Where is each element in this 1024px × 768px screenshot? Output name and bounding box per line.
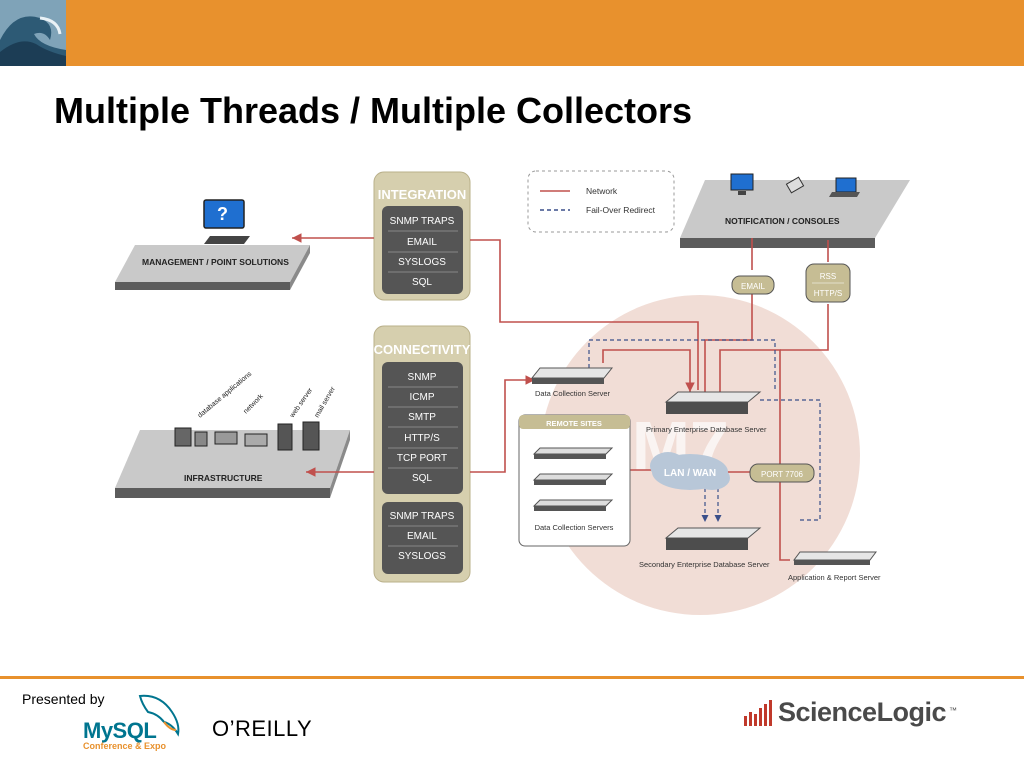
wave-logo	[0, 0, 66, 66]
legend: Network Fail-Over Redirect	[527, 170, 675, 233]
management-computer-icon: ?	[203, 199, 250, 244]
trademark-mark: ™	[949, 706, 957, 715]
port-tag: PORT 7706	[749, 463, 815, 483]
integration-panel: INTEGRATION SNMP TRAPS EMAIL SYSLOGS SQL	[373, 171, 471, 301]
svg-text:SYSLOGS: SYSLOGS	[398, 551, 446, 562]
header-bar	[0, 0, 1024, 66]
svg-text:?: ?	[217, 204, 228, 224]
svg-text:Data Collection Server: Data Collection Server	[535, 389, 611, 398]
svg-text:HTTP/S: HTTP/S	[404, 433, 440, 444]
data-collection-server: Data Collection Server	[530, 367, 614, 398]
mysql-subtitle: Conference & Expo	[83, 741, 167, 751]
svg-text:EMAIL: EMAIL	[407, 237, 437, 248]
svg-text:HTTP/S: HTTP/S	[814, 289, 842, 298]
legend-failover: Fail-Over Redirect	[586, 205, 656, 215]
mysql-logo-text: MySQL	[83, 718, 157, 743]
infrastructure-devices	[174, 421, 320, 451]
integration-heading: INTEGRATION	[378, 187, 467, 202]
failover-lines	[588, 339, 821, 522]
secondary-db-server: Secondary Enterprise Database Server	[639, 527, 770, 569]
svg-text:SNMP TRAPS: SNMP TRAPS	[390, 511, 455, 522]
primary-db-server: Primary Enterprise Database Server	[646, 391, 767, 434]
svg-text:PORT 7706: PORT 7706	[761, 470, 804, 479]
infrastructure-label: INFRASTRUCTURE	[184, 473, 263, 483]
connectivity-panel: CONNECTIVITY SNMP ICMP SMTP HTTP/S TCP P…	[373, 325, 471, 583]
svg-text:SNMP: SNMP	[408, 372, 437, 383]
svg-text:SYSLOGS: SYSLOGS	[398, 257, 446, 268]
console-icons	[730, 173, 860, 197]
svg-text:SQL: SQL	[412, 277, 432, 288]
remote-sites-box: REMOTE SITES Data Collection Servers	[518, 414, 631, 547]
svg-text:SNMP TRAPS: SNMP TRAPS	[390, 216, 455, 227]
svg-text:LAN / WAN: LAN / WAN	[664, 468, 716, 479]
svg-text:EMAIL: EMAIL	[741, 282, 766, 291]
management-label: MANAGEMENT / POINT SOLUTIONS	[142, 257, 289, 267]
svg-text:Secondary Enterprise Database: Secondary Enterprise Database Server	[639, 560, 770, 569]
rss-tag: RSS HTTP/S	[805, 263, 851, 303]
legend-network: Network	[586, 186, 618, 196]
svg-text:TCP PORT: TCP PORT	[397, 453, 447, 464]
svg-text:Data Collection Servers: Data Collection Servers	[535, 523, 614, 532]
svg-text:EMAIL: EMAIL	[407, 531, 437, 542]
svg-text:RSS: RSS	[820, 272, 836, 281]
presented-by: Presented by	[22, 691, 105, 707]
svg-text:network: network	[242, 393, 265, 416]
connectivity-heading: CONNECTIVITY	[374, 342, 471, 357]
notification-label: NOTIFICATION / CONSOLES	[725, 216, 840, 226]
svg-text:Application & Report Server: Application & Report Server	[788, 573, 881, 582]
oreilly-logo: O’REILLY	[212, 716, 313, 741]
infrastructure-device-labels: database applications network web server…	[197, 370, 337, 420]
management-platform: MANAGEMENT / POINT SOLUTIONS	[115, 245, 310, 290]
network-lines	[292, 233, 829, 561]
lan-wan-cloud: LAN / WAN	[650, 452, 730, 490]
svg-text:SMTP: SMTP	[408, 412, 436, 423]
sciencelogic-bars-icon	[744, 700, 772, 726]
svg-text:SQL: SQL	[412, 473, 432, 484]
footer-divider	[0, 676, 1024, 679]
svg-text:mail server: mail server	[314, 385, 338, 419]
sciencelogic-logo: ScienceLogic	[778, 697, 947, 727]
svg-text:REMOTE SITES: REMOTE SITES	[546, 419, 602, 428]
mysql-dolphin-icon	[138, 694, 180, 737]
email-tag: EMAIL	[731, 275, 775, 295]
page-title: Multiple Threads / Multiple Collectors	[54, 90, 693, 131]
app-report-server: Application & Report Server	[788, 551, 881, 582]
svg-text:web server: web server	[288, 387, 314, 420]
svg-text:Primary Enterprise Database Se: Primary Enterprise Database Server	[646, 425, 767, 434]
svg-text:ICMP: ICMP	[410, 392, 435, 403]
